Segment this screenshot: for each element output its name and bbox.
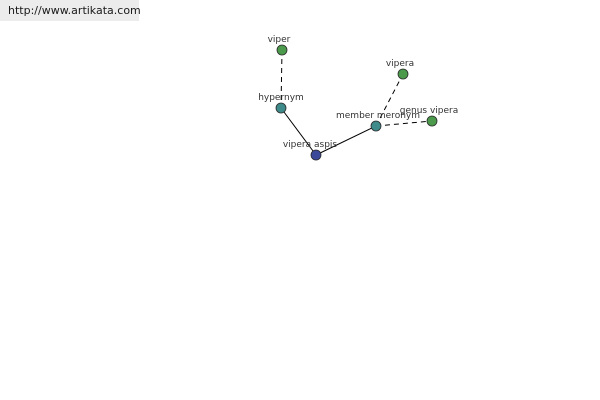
edge-layer [280,49,433,156]
edge-hypernym-vipera-aspis [280,107,317,156]
node-label-member-meronym: member meronym [336,111,420,121]
edge-member-meronym-vipera [375,73,404,127]
node-label-vipera: vipera [386,59,414,69]
node-label-viper: viper [268,35,291,45]
source-url-label[interactable]: http://www.artikata.com [0,0,141,21]
node-layer: viper hypernym vipera aspis member meronym v… [258,35,459,161]
node-viper[interactable] [276,44,288,56]
node-hypernym[interactable] [275,102,287,114]
edge-vipera-aspis-member-meronym [315,125,377,156]
node-genus-vipera[interactable] [426,115,438,127]
edge-viper-hypernym [280,49,283,109]
node-label-genus-vipera: genus vipera [400,106,459,116]
node-vipera[interactable] [397,68,409,80]
node-member-meronym[interactable] [370,120,382,132]
node-vipera-aspis[interactable] [310,149,322,161]
node-label-hypernym: hypernym [258,93,304,103]
edge-member-meronym-genus-vipera [375,120,433,127]
node-label-vipera-aspis: vipera aspis [283,140,338,150]
